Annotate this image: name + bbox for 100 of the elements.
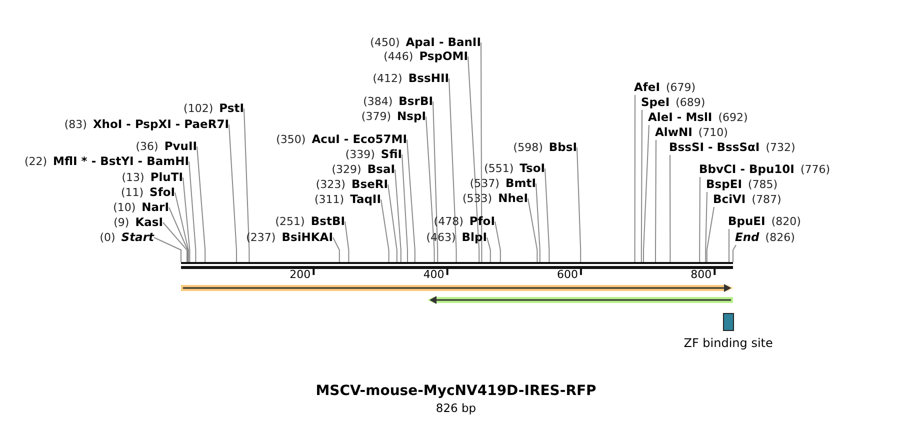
diagram-title: MSCV-mouse-MycNV419D-IRES-RFP <box>316 383 596 399</box>
site-position: (22) <box>24 155 48 169</box>
site-position: (237) <box>246 231 276 245</box>
leader-line <box>655 140 656 262</box>
enzyme-name: BbvCI - Bpu10I <box>699 162 794 176</box>
enzyme-name: BseRI <box>351 177 388 191</box>
site-position: (537) <box>470 177 500 191</box>
diagram-caption: 826 bp <box>436 401 476 415</box>
leader-line <box>699 176 700 262</box>
leader-line <box>706 206 714 262</box>
sequence-bar <box>181 262 733 269</box>
site-position: (379) <box>361 110 392 124</box>
leader-line <box>380 199 390 262</box>
leader-line <box>528 198 538 262</box>
feature-name: ZF binding site <box>684 336 773 350</box>
enzyme-name: ApaI - BanII <box>406 35 481 49</box>
leader-line <box>705 192 708 262</box>
enzyme-name: AfeI <box>634 80 660 94</box>
leader-line <box>670 154 671 262</box>
leader-line <box>244 108 250 262</box>
site-position: (826) <box>765 231 795 245</box>
enzyme-name: BsiHKAI <box>282 230 333 244</box>
site-position: (820) <box>771 215 801 229</box>
leader-line <box>544 168 550 262</box>
site-position: (36) <box>136 140 158 154</box>
enzyme-name: AcuI - Eco57MI <box>312 132 407 146</box>
site-position: (251) <box>275 215 305 229</box>
site-position: (692) <box>718 111 748 125</box>
leader-line <box>402 154 408 262</box>
site-position: (0) <box>100 231 116 245</box>
site-position: (350) <box>276 133 306 147</box>
enzyme-name: BssHII <box>408 71 449 85</box>
enzyme-name: SfiI <box>380 147 402 161</box>
leader-line <box>332 237 340 262</box>
enzyme-name: PstI <box>219 101 244 115</box>
enzyme-name: BssSI - BssSαI <box>669 140 760 154</box>
leader-line <box>634 94 636 262</box>
leader-line <box>344 221 350 262</box>
enzyme-name: AleI - MslI <box>648 110 712 124</box>
leader-line <box>154 237 182 262</box>
site-position: (311) <box>314 193 344 207</box>
enzyme-name: BpuEI <box>728 214 766 228</box>
site-position: (329) <box>332 163 362 177</box>
leader-line <box>188 161 196 262</box>
leader-line <box>426 116 435 262</box>
site-position: (339) <box>345 148 375 162</box>
leader-line <box>406 139 416 262</box>
enzyme-name: BbsI <box>548 140 577 154</box>
site-position: (450) <box>370 36 400 50</box>
leader-line <box>576 147 582 262</box>
leader-line <box>728 228 730 262</box>
site-position: (679) <box>666 81 696 95</box>
enzyme-name: TaqII <box>350 192 381 206</box>
tick-label: 400 <box>423 268 444 281</box>
enzyme-name: TsoI <box>520 161 545 175</box>
site-position: (13) <box>122 171 144 185</box>
leader-line <box>448 78 457 262</box>
enzyme-name: BmtI <box>505 176 536 190</box>
site-position: (689) <box>676 96 706 110</box>
enzyme-name: BstBI <box>310 214 345 228</box>
site-position: (412) <box>372 72 402 86</box>
leader-line <box>394 169 402 262</box>
enzyme-name: BspEI <box>706 177 742 191</box>
site-position: (323) <box>316 178 346 192</box>
site-position: (732) <box>766 141 796 155</box>
enzyme-name: PspOMI <box>419 49 468 63</box>
enzyme-name: NspI <box>397 109 426 123</box>
leader-line <box>162 222 188 262</box>
enzyme-name: End <box>735 230 760 244</box>
tick-label: 200 <box>290 268 311 281</box>
leader-line <box>196 146 206 262</box>
tick-label: 800 <box>690 268 712 281</box>
tick-label: 600 <box>556 268 578 281</box>
leader-line <box>640 110 642 262</box>
enzyme-name: PluTI <box>150 170 183 184</box>
site-position: (384) <box>363 95 393 109</box>
site-position: (9) <box>114 216 130 230</box>
enzyme-name: BsrBI <box>398 94 433 108</box>
enzyme-name: MflI * - BstYI - BamHI <box>53 154 189 168</box>
site-position: (787) <box>752 193 782 207</box>
enzyme-name: PfoI <box>469 214 495 228</box>
enzyme-name: NheI <box>498 191 528 205</box>
enzyme-name: BciVI <box>713 192 746 206</box>
site-position: (11) <box>120 186 144 200</box>
site-position: (776) <box>800 163 830 177</box>
enzyme-name: AlwNI <box>655 125 692 139</box>
site-position: (551) <box>484 162 514 176</box>
enzyme-name: SpeI <box>641 95 670 109</box>
enzyme-name: NarI <box>142 200 169 214</box>
site-position: (785) <box>748 178 778 192</box>
leader-line <box>468 56 480 262</box>
leader-line <box>643 124 650 262</box>
enzyme-name: XhoI - PspXI - PaeR7I <box>92 117 229 131</box>
leader-line <box>388 184 398 262</box>
site-position: (10) <box>113 201 136 215</box>
enzyme-name: BsaI <box>367 162 395 176</box>
leader-line <box>182 177 190 262</box>
enzyme-name: KasI <box>135 215 163 229</box>
site-position: (446) <box>384 50 414 64</box>
leader-line <box>486 237 491 262</box>
